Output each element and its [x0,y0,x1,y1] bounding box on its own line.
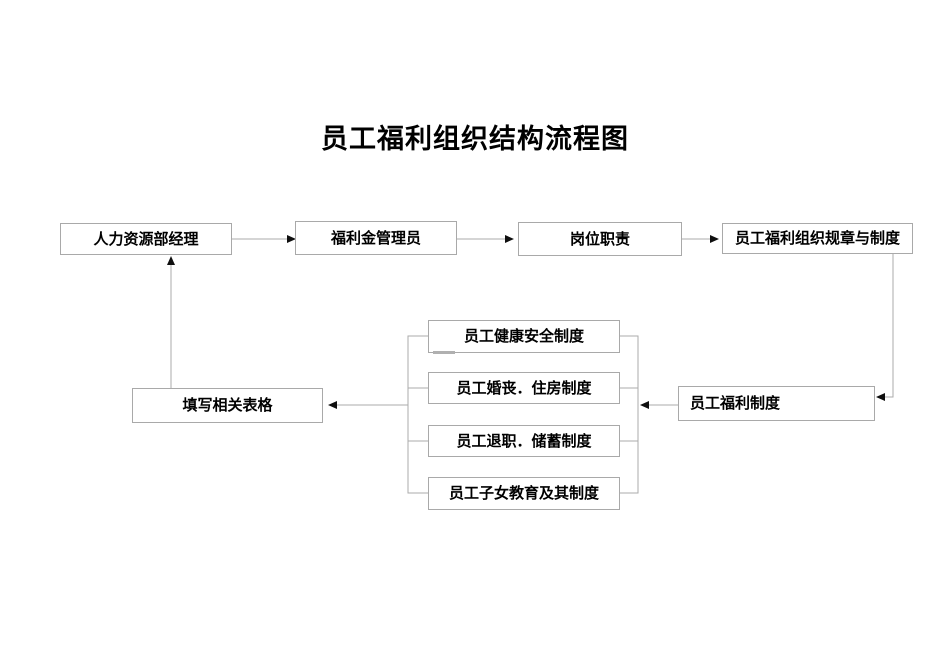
node-welfare-rules-label: 员工福利组织规章与制度 [734,229,900,247]
node-fund-admin-label: 福利金管理员 [330,228,421,247]
edge-forms-to-hr-arrow [167,256,175,388]
edge-welfare-to-group-arrow [640,401,678,409]
node-health-safety-system: 员工健康安全制度 [428,320,620,353]
node-fill-forms: 填写相关表格 [132,388,323,423]
welfare-group-left-bracket [407,335,428,494]
node-fill-forms-label: 填写相关表格 [182,396,273,414]
edge-rules-to-welfare-arrow [876,254,894,401]
page-title: 员工福利组织结构流程图 [321,124,629,155]
node-retirement-savings-system: 员工退职．储蓄制度 [428,425,620,457]
edge-hr-to-fund-arrow [232,235,296,243]
edge-fund-to-duty-arrow [457,235,514,243]
node-welfare-system-label: 员工福利制度 [690,394,781,412]
node-hr-manager-label: 人力资源部经理 [93,229,199,248]
edge-group-to-forms-arrow [328,401,408,409]
node-job-duties: 岗位职责 [518,222,682,256]
stray-mark [433,351,455,354]
node-health-safety-system-label: 员工健康安全制度 [463,327,584,345]
welfare-group-right-bracket [620,335,639,494]
node-children-education-system-label: 员工子女教育及其制度 [448,484,599,502]
node-marriage-housing-system-label: 员工婚丧．住房制度 [456,378,592,397]
node-retirement-savings-system-label: 员工退职．储蓄制度 [456,431,592,450]
node-marriage-housing-system: 员工婚丧．住房制度 [428,372,620,404]
node-job-duties-label: 岗位职责 [569,229,630,248]
node-welfare-rules: 员工福利组织规章与制度 [722,223,913,254]
node-hr-manager: 人力资源部经理 [60,223,232,255]
edge-duty-to-rules-arrow [682,235,719,243]
node-welfare-system: 员工福利制度 [678,386,875,421]
node-fund-admin: 福利金管理员 [295,221,457,255]
node-children-education-system: 员工子女教育及其制度 [428,477,620,510]
